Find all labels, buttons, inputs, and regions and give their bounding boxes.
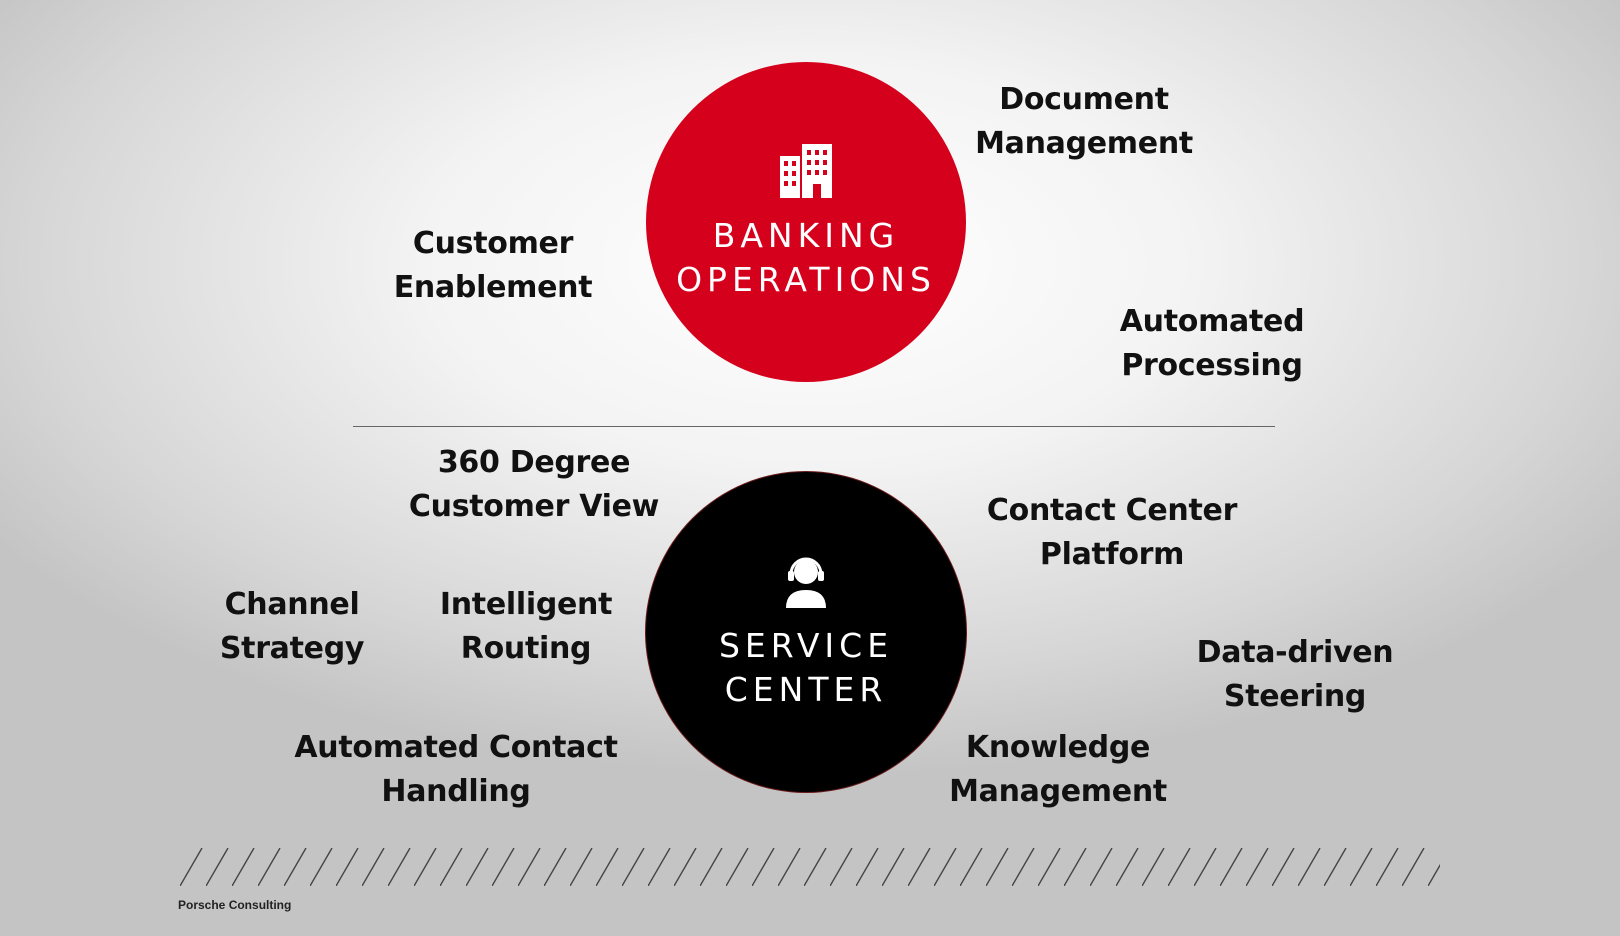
label-customer-enablement: Customer Enablement — [393, 226, 593, 305]
section-divider — [353, 426, 1275, 427]
hatch-pattern — [180, 848, 1440, 886]
service-center-title: SERVICE CENTER — [718, 626, 894, 709]
banking-operations-title: BANKING OPERATIONS — [676, 216, 936, 299]
label-intelligent-routing: Intelligent Routing — [439, 587, 613, 666]
label-automated-processing: Automated Processing — [1119, 304, 1305, 383]
label-360-degree-customer-view: 360 Degree Customer View — [408, 445, 660, 524]
label-knowledge-management: Knowledge Management — [949, 730, 1167, 809]
service-center-circle: SERVICE CENTER — [646, 472, 966, 792]
label-contact-center-platform: Contact Center Platform — [986, 493, 1238, 572]
footer-brand: Porsche Consulting — [178, 898, 292, 912]
label-document-management: Document Management — [975, 82, 1193, 161]
banking-operations-circle: BANKING OPERATIONS — [646, 62, 966, 382]
label-automated-contact-handling: Automated Contact Handling — [294, 730, 618, 809]
building-icon — [780, 144, 832, 198]
label-channel-strategy: Channel Strategy — [219, 587, 365, 666]
label-data-driven-steering: Data-driven Steering — [1196, 635, 1394, 714]
headset-agent-icon — [786, 557, 826, 608]
